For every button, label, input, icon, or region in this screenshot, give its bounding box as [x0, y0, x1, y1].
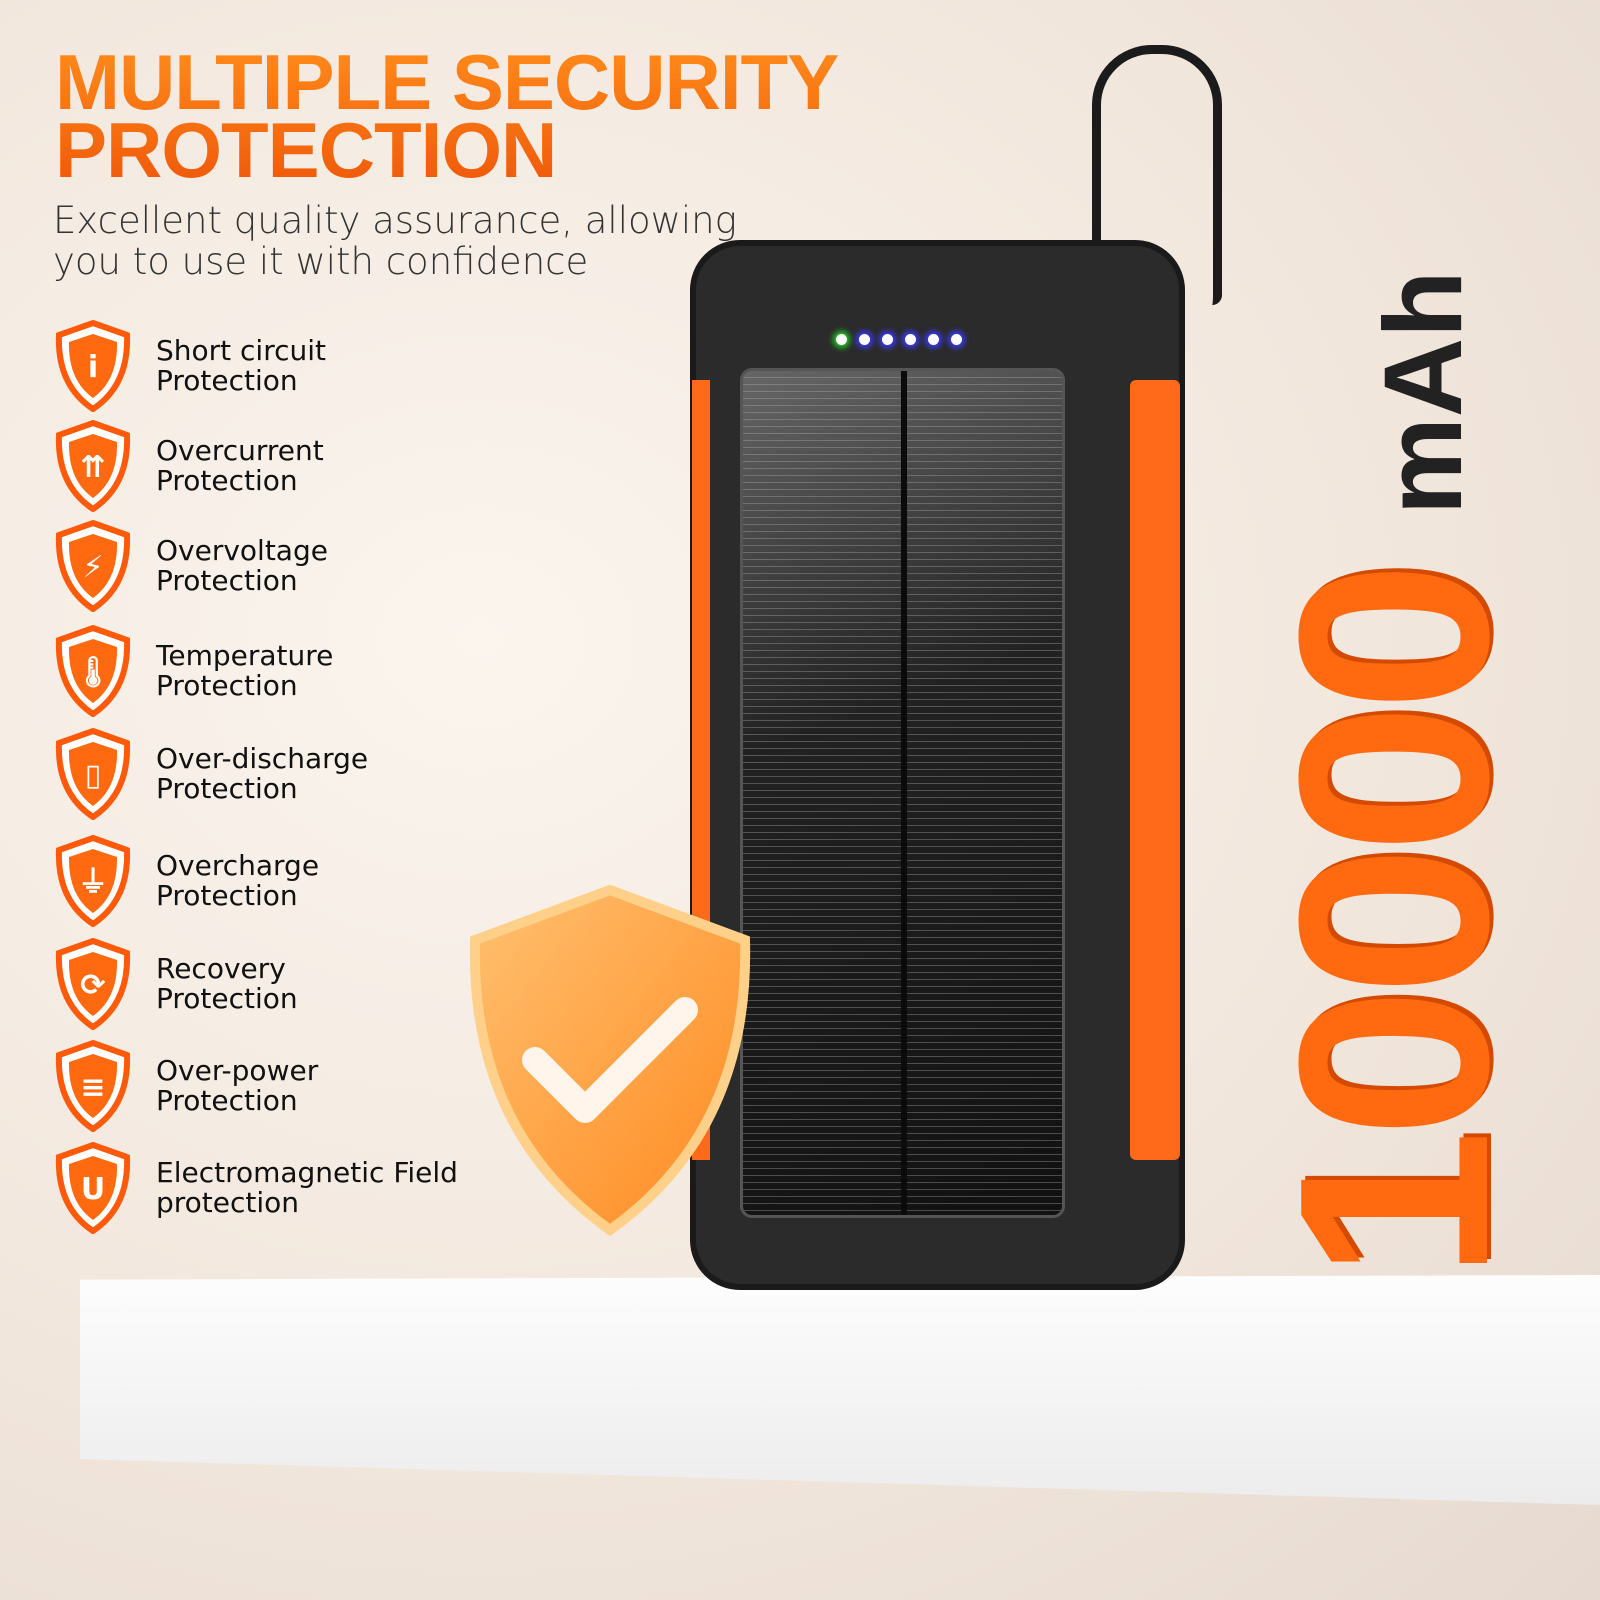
info-icon: i — [55, 320, 131, 412]
headline: MULTIPLE SECURITY PROTECTION — [55, 48, 838, 184]
svg-text:U: U — [81, 1172, 105, 1207]
svg-text:⟳: ⟳ — [80, 968, 105, 1003]
led — [882, 334, 893, 345]
svg-text:⇈: ⇈ — [80, 450, 105, 485]
recycle-icon: ⟳ — [55, 938, 131, 1030]
svg-text:🌡: 🌡 — [74, 655, 112, 690]
svg-text:▯: ▯ — [85, 758, 102, 793]
sliders-icon: ≡ — [55, 1040, 131, 1132]
subtitle: Excellent quality assurance, allowing yo… — [53, 199, 737, 283]
led-indicators — [836, 334, 962, 345]
led-green — [836, 334, 847, 345]
power-bank-side-trim — [1130, 380, 1180, 1160]
battery-icon: ▯ — [55, 728, 131, 820]
lanyard-strap — [1092, 45, 1222, 305]
svg-text:⚡: ⚡ — [82, 550, 103, 585]
capacity-value: 10000 — [1244, 569, 1545, 1280]
svg-text:≡: ≡ — [80, 1070, 105, 1105]
led — [859, 334, 870, 345]
lightning-icon: ⚡ — [55, 520, 131, 612]
plug-icon: ⏚ — [55, 835, 131, 927]
arrows-up-icon: ⇈ — [55, 420, 131, 512]
svg-text:i: i — [88, 350, 98, 385]
magnet-icon: U — [55, 1142, 131, 1234]
thermometer-icon: 🌡 — [55, 625, 131, 717]
solar-panel — [740, 368, 1065, 1218]
capacity-unit: mAh — [1362, 270, 1485, 515]
led — [905, 334, 916, 345]
led — [951, 334, 962, 345]
svg-text:⏚: ⏚ — [78, 865, 108, 900]
shield-check-icon — [469, 884, 751, 1237]
shelf — [80, 1275, 1600, 1505]
led — [928, 334, 939, 345]
headline-line2: PROTECTION — [55, 106, 557, 194]
